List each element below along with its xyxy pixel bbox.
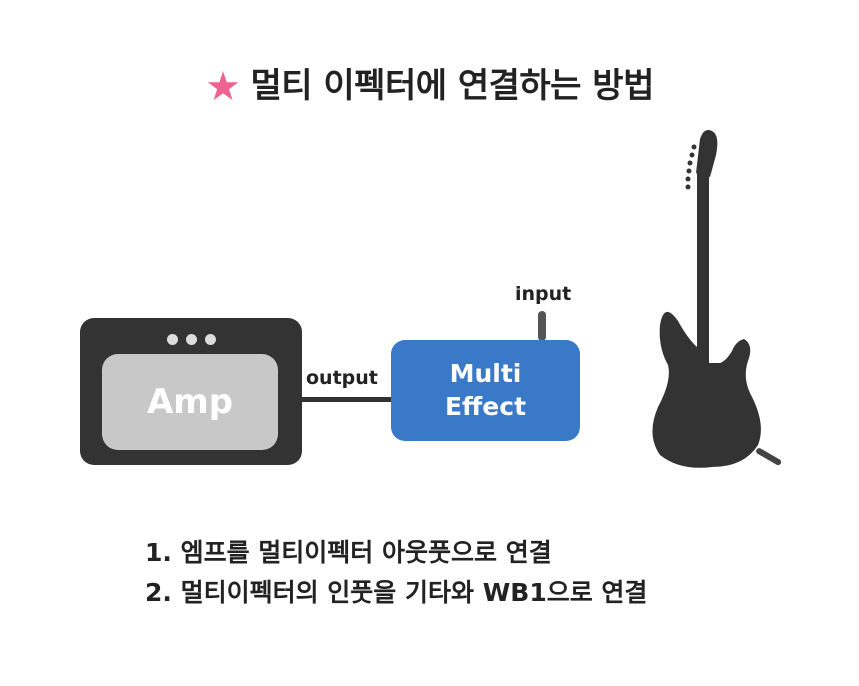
star-icon: ★ — [205, 64, 241, 110]
instruction-step-1: 1. 엠프를 멀티이펙터 아웃풋으로 연결 — [145, 538, 552, 567]
tuning-peg — [691, 144, 697, 150]
effect-label-line1: Multi — [449, 359, 522, 388]
output-label: output — [306, 367, 378, 389]
amp-knobs — [80, 330, 302, 349]
multi-effect-box: Multi Effect — [391, 340, 580, 441]
instruction-step-2: 2. 멀티이펙터의 인풋을 기타와 WB1으로 연결 — [145, 578, 648, 607]
title-text: 멀티 이펙터에 연결하는 방법 — [250, 66, 654, 106]
input-jack — [538, 311, 546, 341]
tuning-peg — [685, 176, 691, 182]
page-title: ★멀티 이펙터에 연결하는 방법 — [0, 58, 859, 110]
amp-knob — [185, 334, 197, 345]
output-cable — [302, 397, 392, 402]
input-label: input — [515, 283, 572, 305]
electric-guitar-icon — [652, 130, 782, 468]
amp-label: Amp — [102, 354, 278, 450]
tuning-peg — [687, 160, 693, 166]
tuning-peg — [686, 168, 692, 174]
instruction-list: 1. 엠프를 멀티이펙터 아웃풋으로 연결 2. 멀티이펙터의 인풋을 기타와 … — [145, 533, 647, 613]
amp-knob — [166, 334, 178, 345]
tuning-peg — [685, 184, 691, 190]
guitar-headstock — [696, 130, 718, 177]
tuning-peg — [689, 152, 695, 158]
guitar-cable — [756, 448, 782, 466]
guitar-body — [652, 311, 761, 468]
effect-label-line2: Effect — [444, 391, 527, 421]
amp-knob — [204, 334, 216, 345]
amp-box: Amp — [80, 318, 302, 465]
guitar-neck — [697, 173, 709, 353]
